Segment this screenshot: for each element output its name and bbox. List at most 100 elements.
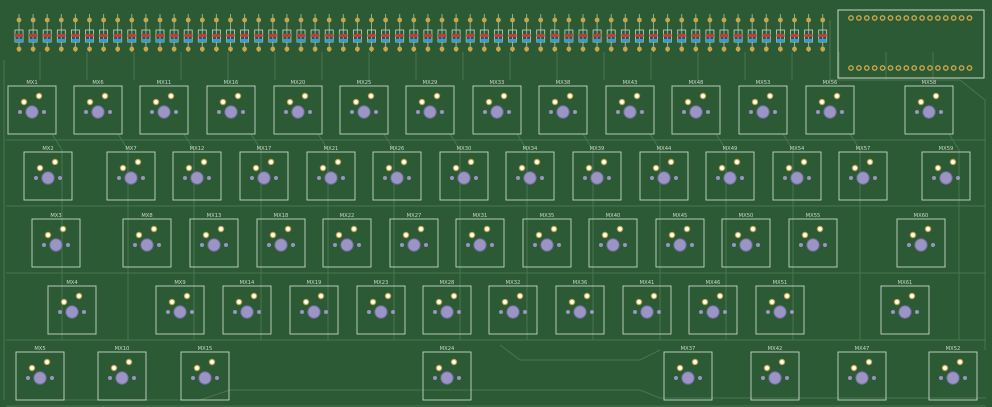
controller-pin <box>887 15 894 21</box>
side-pin <box>174 110 178 114</box>
key-switch: MX21 <box>306 146 356 201</box>
controller-pin <box>966 15 973 21</box>
contact-pad <box>934 164 942 172</box>
key-switch: MX18 <box>256 213 306 268</box>
key-switch: MX50 <box>721 213 771 268</box>
contact-pad <box>60 298 68 306</box>
diode <box>423 14 433 52</box>
contact-pad <box>350 225 358 233</box>
contact-pad <box>716 292 724 300</box>
key-outline <box>139 85 189 135</box>
key-label: MX21 <box>324 146 339 152</box>
diode <box>85 14 94 52</box>
stem-pad <box>790 171 804 185</box>
side-pin <box>324 310 328 314</box>
side-pin <box>233 310 237 314</box>
diode <box>395 14 405 52</box>
side-pin <box>623 243 627 247</box>
stem-pad <box>623 105 637 119</box>
stem-pad <box>140 238 154 252</box>
side-pin <box>108 376 112 380</box>
stem-pad <box>855 371 869 385</box>
diode <box>338 14 348 52</box>
key-switch: MX45 <box>655 213 705 268</box>
contact-pad <box>956 358 964 366</box>
diode <box>719 14 729 52</box>
contact-pad <box>28 364 36 372</box>
diode <box>367 14 376 52</box>
key-label: MX9 <box>174 280 185 286</box>
key-label: MX14 <box>240 280 255 286</box>
key-label: MX56 <box>823 80 838 86</box>
side-pin <box>699 310 703 314</box>
side-pin <box>666 243 670 247</box>
side-pin <box>300 310 304 314</box>
contact-pad <box>167 92 175 100</box>
side-pin <box>466 243 470 247</box>
diode <box>268 14 278 52</box>
controller-pin <box>950 15 957 21</box>
diode <box>747 14 757 52</box>
key-outline <box>455 218 505 268</box>
contact-pad <box>650 292 658 300</box>
key-outline <box>688 285 738 335</box>
key-label: MX61 <box>898 280 913 286</box>
stem-pad <box>157 105 171 119</box>
side-pin <box>939 376 943 380</box>
diode <box>606 14 616 52</box>
key-outline <box>422 285 472 335</box>
side-pin <box>674 176 678 180</box>
key-outline <box>750 351 800 401</box>
trace <box>649 133 661 340</box>
trace <box>449 133 461 340</box>
contact-pad <box>683 225 691 233</box>
contact-pad <box>833 92 841 100</box>
key-outline <box>522 218 572 268</box>
contact-pad <box>866 158 874 166</box>
contact-pad <box>44 231 52 239</box>
contact-pad <box>301 92 309 100</box>
key-outline <box>273 85 323 135</box>
key-outline <box>31 218 81 268</box>
key-switch: MX29 <box>405 80 455 135</box>
side-pin <box>583 176 587 180</box>
controller-pin <box>856 65 862 71</box>
trace <box>948 133 960 340</box>
contact-pad <box>949 158 957 166</box>
trace <box>250 133 262 340</box>
side-pin <box>400 243 404 247</box>
stem-pad <box>173 305 187 319</box>
stem-pad <box>523 171 537 185</box>
key-switch: MX58 <box>904 80 954 135</box>
key-outline <box>538 85 588 135</box>
key-switch: MX61 <box>880 280 930 335</box>
side-pin <box>640 110 644 114</box>
key-outline <box>896 218 946 268</box>
controller-pin <box>942 65 949 71</box>
contact-pad <box>518 164 526 172</box>
stem-pad <box>706 305 720 319</box>
contact-pad <box>435 298 443 306</box>
side-pin <box>566 310 570 314</box>
key-outline <box>356 285 406 335</box>
diode <box>761 14 771 52</box>
key-label: MX26 <box>390 146 405 152</box>
key-label: MX37 <box>681 346 696 352</box>
key-outline <box>488 285 538 335</box>
contact-pad <box>86 98 94 106</box>
side-pin <box>433 376 437 380</box>
contact-pad <box>851 164 859 172</box>
contact-pad <box>150 225 158 233</box>
side-pin <box>367 310 371 314</box>
controller-pin <box>958 65 965 71</box>
key-switch: MX37 <box>663 346 713 401</box>
side-pin <box>607 176 611 180</box>
side-pin <box>698 376 702 380</box>
stem-pad <box>556 105 570 119</box>
diode <box>818 14 828 52</box>
diode <box>127 14 137 52</box>
diode <box>282 14 292 52</box>
contact-pad <box>667 158 675 166</box>
key-switch: MX16 <box>206 80 256 135</box>
contact-pad <box>284 225 292 233</box>
